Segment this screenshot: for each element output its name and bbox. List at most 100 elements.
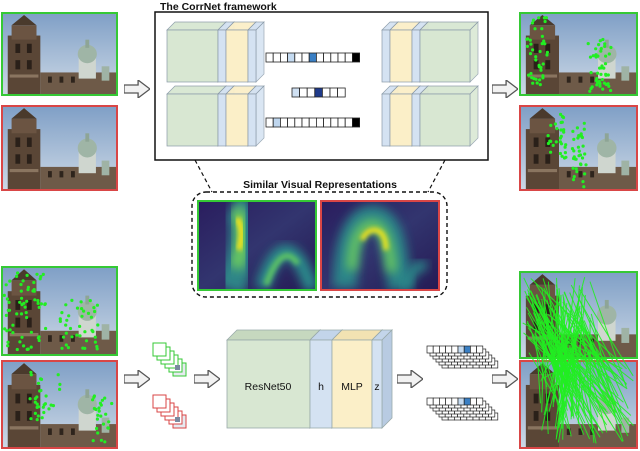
keypoint — [576, 145, 581, 149]
match-line — [582, 320, 617, 406]
vector-cell — [457, 345, 465, 354]
keypoint — [29, 370, 33, 374]
keypoint — [35, 402, 39, 406]
keypoint — [28, 397, 32, 401]
keypoint — [598, 39, 602, 43]
keypoint — [579, 163, 583, 167]
vector-cell — [432, 397, 440, 406]
match-line — [551, 329, 581, 393]
keypoint — [83, 330, 87, 334]
keypoint — [65, 318, 69, 322]
match-line — [537, 301, 611, 424]
keypoint — [89, 315, 93, 319]
top-right-photo-red — [519, 105, 638, 191]
keypoint — [91, 398, 95, 402]
keypoint — [549, 139, 553, 143]
keypoint — [562, 128, 566, 132]
vector-cell — [432, 345, 440, 354]
keypoint — [39, 377, 43, 381]
keypoint — [70, 298, 74, 302]
keypoint — [103, 440, 107, 444]
vector-cell — [314, 87, 323, 98]
keypoint — [549, 123, 553, 127]
match-line — [539, 313, 612, 384]
arrow-right-icon — [194, 370, 220, 388]
vector-cell — [451, 345, 459, 354]
keypoint — [538, 83, 542, 87]
keypoint — [572, 137, 576, 141]
keypoint — [24, 311, 28, 315]
keypoint — [600, 78, 605, 82]
keypoint — [44, 326, 48, 331]
keypoint — [564, 155, 568, 159]
keypoint — [44, 394, 48, 398]
output-vector-stack-bottom — [426, 397, 499, 421]
vector-cell — [301, 52, 310, 63]
keypoint — [25, 315, 29, 320]
keypoint — [603, 62, 608, 66]
keypoint-dots — [546, 112, 588, 189]
keypoint — [33, 411, 38, 415]
vector-cell — [306, 87, 316, 98]
keypoint — [575, 170, 579, 174]
vector-cell — [445, 397, 453, 406]
decoder-green-block — [419, 21, 479, 83]
vector-cell — [344, 117, 353, 128]
keypoint — [558, 136, 563, 140]
match-line — [555, 284, 579, 386]
keypoint — [545, 53, 549, 57]
keypoint — [104, 412, 108, 416]
keypoint — [560, 114, 565, 119]
vector-cell — [308, 52, 317, 63]
keypoint — [93, 335, 97, 339]
keypoint — [553, 122, 558, 126]
match-line — [532, 312, 591, 440]
output-vector-stacks — [426, 345, 499, 421]
keypoint — [609, 88, 613, 93]
encoder-blue-block — [247, 21, 265, 83]
keypoint — [607, 84, 611, 88]
output-vector-stack-top — [426, 345, 499, 369]
keypoint — [588, 89, 592, 93]
keypoint — [39, 388, 43, 393]
keypoint — [96, 413, 100, 417]
vector-cell — [439, 345, 446, 354]
keypoint — [40, 416, 44, 420]
keypoint — [23, 305, 27, 309]
keypoint — [29, 330, 33, 334]
keypoint — [544, 16, 549, 20]
match-line — [574, 294, 586, 392]
keypoint — [583, 172, 587, 176]
vector-cell — [470, 345, 477, 354]
keypoint — [531, 81, 535, 85]
keypoint — [103, 396, 107, 400]
keypoint — [11, 331, 15, 335]
keypoint — [539, 68, 543, 72]
match-line — [557, 333, 577, 428]
keypoint — [559, 142, 564, 146]
vector-cell — [272, 117, 281, 128]
keypoint — [39, 274, 43, 279]
keypoint — [8, 328, 12, 332]
keypoint — [91, 439, 95, 443]
keypoint — [47, 407, 51, 411]
keypoint — [33, 298, 37, 302]
vector-cell — [451, 397, 459, 406]
keypoint — [596, 71, 600, 75]
keypoint — [596, 54, 600, 58]
keypoint — [582, 127, 586, 131]
keypoint — [107, 420, 111, 424]
vector-cell — [351, 117, 360, 128]
keypoint — [5, 329, 9, 333]
keypoint — [92, 306, 96, 310]
keypoint — [572, 175, 576, 179]
keypoint — [58, 387, 62, 391]
keypoint — [601, 37, 605, 42]
keypoint — [78, 324, 82, 328]
keypoint — [64, 323, 68, 327]
keypoint — [99, 403, 103, 407]
vector-cell — [426, 345, 434, 354]
network-pipeline: ResNet50 h MLP z — [226, 329, 393, 429]
keypoint — [26, 285, 30, 289]
keypoint — [101, 422, 106, 426]
